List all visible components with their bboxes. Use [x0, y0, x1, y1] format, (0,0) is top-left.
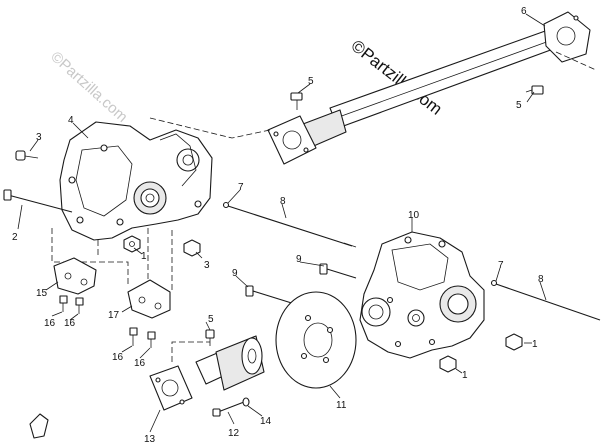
bracket-17[interactable]: [127, 279, 171, 319]
washer-14[interactable]: [242, 397, 250, 407]
alignment-line-bracket-a: [51, 228, 129, 284]
axle-8-lower[interactable]: [495, 283, 601, 321]
callout-2: 2: [12, 232, 18, 243]
nut-1-rear-bottom[interactable]: [439, 355, 457, 373]
axle-8-upper[interactable]: [227, 205, 357, 248]
pin-7-upper[interactable]: [222, 201, 230, 209]
leader-lines: [17, 13, 547, 433]
callout-16-b: 16: [64, 318, 76, 329]
callout-16-c: 16: [112, 352, 124, 363]
callout-4: 4: [68, 115, 74, 126]
callout-3-right: 3: [204, 260, 210, 271]
bolt-9-upper[interactable]: [319, 263, 357, 279]
bolt-3-left[interactable]: [15, 150, 39, 161]
bolts-16-left-pair[interactable]: [59, 295, 84, 314]
alignment-line-shaft-front: [149, 117, 271, 139]
bolt-5-top[interactable]: [290, 92, 303, 110]
drive-shaft-6[interactable]: [267, 11, 591, 165]
clip-bottom-left[interactable]: [29, 413, 49, 439]
callout-7-upper: 7: [238, 182, 244, 193]
callout-1-front: 1: [141, 251, 147, 262]
callout-16-d: 16: [134, 358, 146, 369]
callout-5-right: 5: [516, 100, 522, 111]
callout-7-lower: 7: [498, 260, 504, 271]
bolt-5-rear[interactable]: [205, 329, 215, 346]
callout-9-lower: 9: [232, 268, 238, 279]
bolts-16-right-pair[interactable]: [129, 327, 156, 348]
bolt-5-right[interactable]: [525, 85, 544, 95]
rear-gearcase-10[interactable]: [359, 231, 485, 359]
callout-6: 6: [521, 6, 527, 17]
callout-15: 15: [36, 288, 48, 299]
callout-3-left: 3: [36, 132, 42, 143]
callout-11: 11: [336, 400, 347, 411]
nut-1-rear-right[interactable]: [505, 333, 523, 351]
front-gearcase-4[interactable]: [59, 121, 213, 241]
callout-9-upper: 9: [296, 254, 302, 265]
watermark-faint: ©Partzilla.com: [47, 48, 130, 125]
pin-7-lower[interactable]: [490, 279, 498, 287]
callout-16-a: 16: [44, 318, 56, 329]
brake-disc-11[interactable]: [275, 291, 357, 389]
alignment-line-rear-shaft: [171, 341, 210, 362]
bracket-15[interactable]: [53, 257, 97, 295]
callout-12: 12: [228, 428, 240, 439]
rear-drive-shaft-13[interactable]: [149, 335, 265, 411]
callout-17: 17: [108, 310, 120, 321]
callout-14: 14: [260, 416, 272, 427]
callouts: 1 1 1 2 3 3 4 5 5 5 6 7 7 8 8 9 9 10 11 …: [12, 6, 544, 445]
callout-8-upper: 8: [280, 196, 286, 207]
alignment-line-shaft-rear: [555, 51, 597, 71]
bolt-2-long[interactable]: [3, 189, 73, 213]
bolt-12[interactable]: [212, 401, 245, 417]
callout-13: 13: [144, 434, 156, 445]
callout-1-rear-bottom: 1: [462, 370, 468, 381]
callout-5-rear: 5: [208, 314, 214, 325]
callout-1-rear-right: 1: [532, 339, 538, 350]
callout-5-top: 5: [308, 76, 314, 87]
callout-8-lower: 8: [538, 274, 544, 285]
callout-10: 10: [408, 210, 420, 221]
nut-1-front[interactable]: [123, 235, 141, 253]
bolt-9-lower[interactable]: [245, 285, 299, 306]
